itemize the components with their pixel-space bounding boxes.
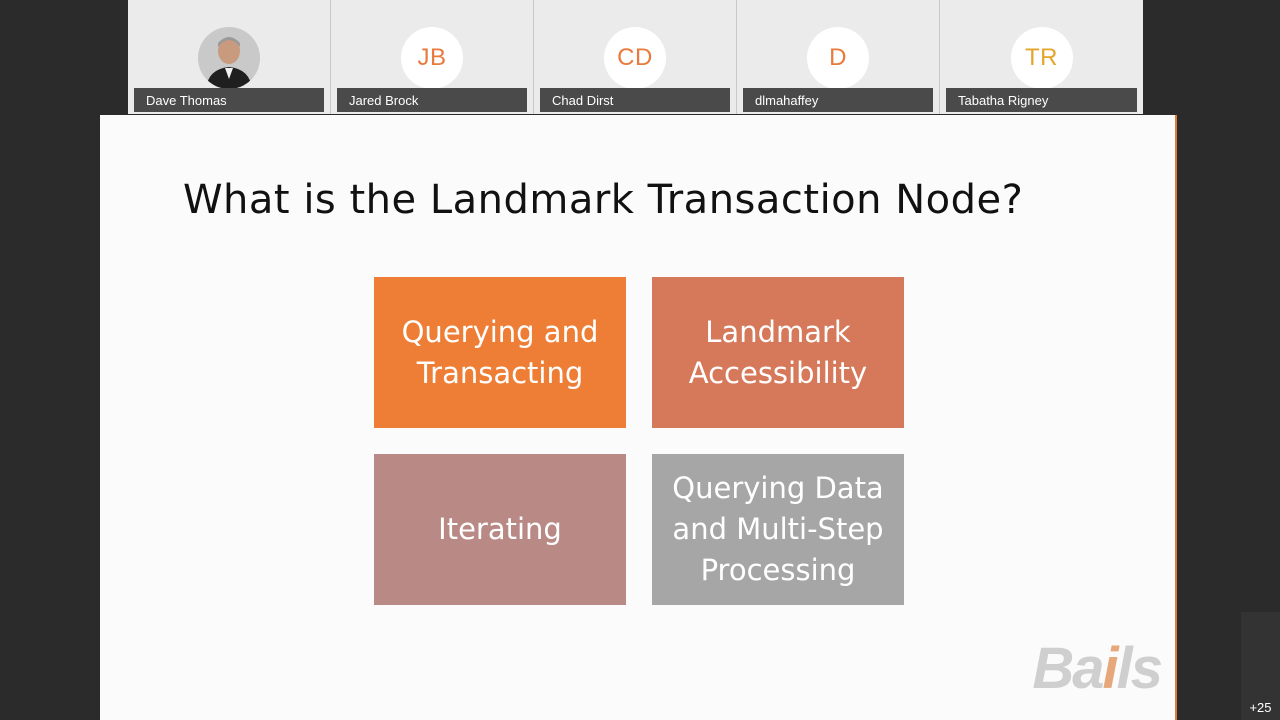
initials-avatar: CD (604, 27, 666, 89)
participant-tile-chad-dirst[interactable]: CD Chad Dirst (534, 0, 737, 114)
slide-box-landmark-accessibility: Landmark Accessibility (652, 277, 904, 428)
initials-avatar: D (807, 27, 869, 89)
participant-tile-tabatha-rigney[interactable]: TR Tabatha Rigney (940, 0, 1143, 114)
shared-slide: What is the Landmark Transaction Node? Q… (100, 115, 1177, 720)
slide-box-querying-data: Querying Data and Multi-Step Processing (652, 454, 904, 605)
slide-title: What is the Landmark Transaction Node? (183, 177, 1024, 223)
participant-name: dlmahaffey (743, 88, 933, 112)
participant-name: Dave Thomas (134, 88, 324, 112)
participant-tile-jared-brock[interactable]: JB Jared Brock (331, 0, 534, 114)
more-participants-button[interactable]: +25 (1241, 612, 1280, 720)
participant-name: Jared Brock (337, 88, 527, 112)
participant-tile-dlmahaffey[interactable]: D dlmahaffey (737, 0, 940, 114)
bails-logo: Bails (1032, 636, 1163, 701)
participant-name: Chad Dirst (540, 88, 730, 112)
initials-avatar: JB (401, 27, 463, 89)
participant-tile-dave-thomas[interactable]: Dave Thomas (128, 0, 331, 114)
slide-edge-accent (1175, 115, 1177, 720)
participant-strip: Dave Thomas JB Jared Brock CD Chad Dirst… (128, 0, 1149, 114)
participant-name: Tabatha Rigney (946, 88, 1137, 112)
participant-photo (198, 27, 260, 89)
slide-box-querying-transacting: Querying and Transacting (374, 277, 626, 428)
person-photo-icon (198, 27, 260, 89)
slide-box-iterating: Iterating (374, 454, 626, 605)
initials-avatar: TR (1010, 27, 1073, 89)
